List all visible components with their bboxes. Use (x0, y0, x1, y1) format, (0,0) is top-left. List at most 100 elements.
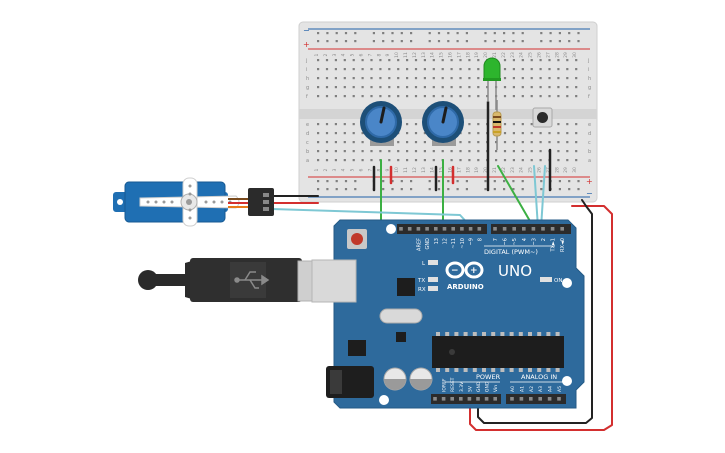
column-number-top: 25 (528, 52, 534, 58)
terminal-hole (539, 77, 542, 80)
terminal-hole (477, 86, 480, 89)
terminal-hole (512, 123, 515, 126)
terminal-hole (477, 132, 480, 135)
column-number-top: 29 (563, 52, 569, 58)
terminal-hole (343, 95, 346, 98)
terminal-hole (486, 95, 489, 98)
terminal-hole (566, 59, 569, 62)
terminal-hole (317, 150, 320, 153)
terminal-hole (325, 68, 329, 71)
rail-hole (503, 188, 506, 191)
terminal-hole (361, 77, 364, 80)
button-pulldown-wire[interactable] (540, 165, 546, 229)
column-number-top: 2 (323, 53, 329, 56)
terminal-hole (521, 59, 524, 62)
terminal-hole (450, 150, 453, 153)
button-signal-wire[interactable] (533, 165, 539, 229)
column-number-bottom: 22 (501, 167, 507, 173)
rail-5v-wire[interactable] (469, 205, 613, 431)
usb-port (311, 259, 357, 303)
terminal-hole (459, 59, 462, 62)
digital-header-b (491, 224, 571, 234)
terminal-hole (334, 86, 337, 89)
potentiometer-1[interactable] (360, 101, 402, 146)
terminal-hole (575, 159, 578, 162)
terminal-hole (397, 86, 400, 89)
rail-hole (428, 180, 431, 183)
resistor[interactable] (492, 100, 502, 150)
rail-hole (437, 180, 441, 183)
rail-hole (382, 188, 385, 191)
terminal-hole (468, 159, 471, 162)
row-letter-right: f (588, 94, 590, 100)
terminal-hole (352, 68, 355, 71)
chip-pin (482, 368, 486, 372)
terminal-hole (423, 77, 426, 80)
terminal-hole (530, 68, 533, 71)
terminal-hole (406, 159, 409, 162)
terminal-hole (575, 77, 578, 80)
terminal-hole (441, 95, 444, 98)
rail-hole (577, 180, 580, 183)
terminal-hole (432, 159, 435, 162)
servo-motor[interactable] (113, 177, 274, 227)
column-number-top: 30 (572, 52, 578, 58)
terminal-hole (370, 77, 373, 80)
horn-hole (188, 192, 192, 196)
header-hole (493, 227, 497, 231)
rail-hole (326, 40, 329, 43)
rail-hole (354, 180, 357, 183)
header-hole (441, 397, 446, 401)
header-hole (399, 227, 403, 231)
rail-hole (540, 180, 543, 183)
terminal-hole (477, 150, 480, 153)
terminal-hole (397, 59, 400, 62)
column-number-top: 21 (492, 52, 498, 58)
terminal-hole (521, 86, 524, 89)
terminal-hole (423, 141, 426, 144)
rail-gnd-wire[interactable] (477, 199, 593, 424)
potentiometer-2[interactable] (422, 101, 464, 146)
rail-hole (577, 40, 580, 43)
pushbutton[interactable] (532, 107, 553, 128)
led-signal-wire[interactable] (497, 165, 535, 229)
terminal-hole (539, 68, 542, 71)
reset-button[interactable] (347, 229, 367, 249)
column-number-bottom: 2 (323, 168, 329, 171)
row-letter-right: e (588, 122, 591, 128)
terminal-hole (486, 86, 489, 89)
analog-pin-label: A3 (538, 386, 544, 392)
green-led[interactable] (483, 57, 501, 110)
terminal-hole (503, 77, 507, 80)
power-pin-label: GND (476, 381, 482, 392)
terminal-hole (352, 150, 355, 153)
digital-pin-label: 13 (434, 238, 440, 244)
terminal-hole (468, 141, 471, 144)
terminal-hole (414, 86, 418, 89)
terminal-hole (539, 150, 542, 153)
horn-hole (188, 216, 192, 220)
analog-header (506, 394, 566, 404)
rail-hole (521, 180, 524, 183)
terminal-hole (406, 77, 409, 80)
crystal (379, 308, 423, 324)
terminal-hole (548, 141, 551, 144)
power-pin-label: 3.3V (459, 381, 465, 392)
terminal-hole (352, 123, 355, 126)
terminal-hole (361, 159, 364, 162)
terminal-hole (477, 95, 480, 98)
terminal-hole (530, 59, 533, 62)
terminal-hole (521, 141, 524, 144)
rail-hole (512, 188, 515, 191)
rail-hole (410, 180, 413, 183)
rail-hole (465, 32, 468, 35)
row-letter-left: f (306, 94, 308, 100)
chip-pin (463, 332, 468, 336)
terminal-hole (352, 59, 355, 62)
terminal-hole (477, 159, 480, 162)
chip-pin (500, 332, 505, 336)
header-hole (477, 227, 482, 231)
